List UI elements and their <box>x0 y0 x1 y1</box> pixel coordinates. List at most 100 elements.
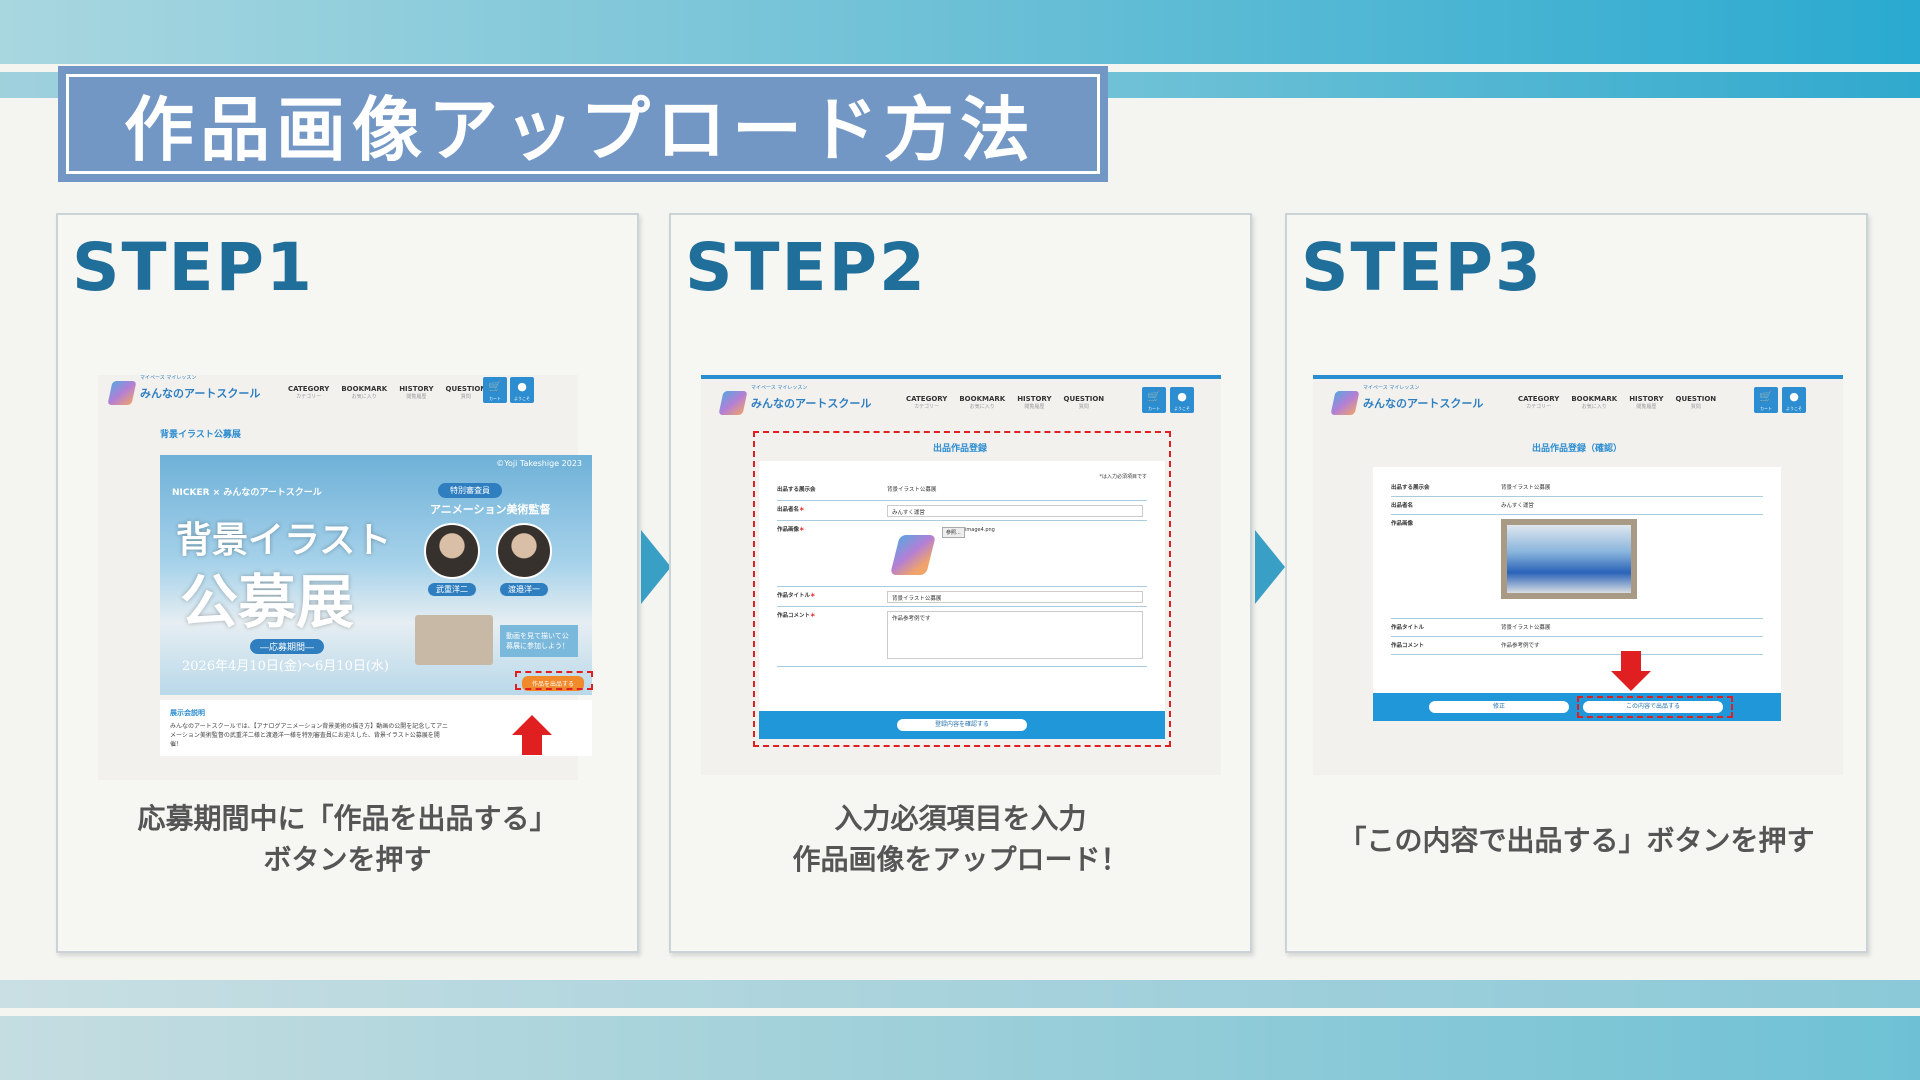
browse-button[interactable]: 参照... <box>942 527 965 538</box>
form-footer: 登録内容を確認する <box>759 711 1165 739</box>
uploaded-artwork-image <box>1501 519 1637 599</box>
form-title: 出品作品登録（確認） <box>1532 444 1623 454</box>
edit-button[interactable]: 修正 <box>1429 701 1569 713</box>
form-panel: 出品する展示会 背景イラスト公募展 出品者名 みんすく運営 作品画像 作品タイト… <box>1373 467 1781 721</box>
user-avatar[interactable]: ●ようこそ <box>510 377 534 403</box>
logo-subtitle: マイペース マイレッスン <box>1363 385 1420 391</box>
poster-headline-1: 背景イラスト <box>176 519 392 561</box>
step3-caption: 「この内容で出品する」ボタンを押す <box>1338 824 1815 857</box>
period-label: ―応募期間― <box>250 639 325 654</box>
red-arrow-up-icon <box>512 715 552 755</box>
step1-label: STEP1 <box>72 229 314 306</box>
step3-label: STEP3 <box>1301 229 1543 306</box>
bottom-band <box>0 1016 1920 1080</box>
form-row: 作品コメント 作品参考例です <box>1391 637 1763 655</box>
required-note: *は入力必須項目です <box>1099 474 1147 480</box>
poster-brand: NICKER × みんなのアートスクール <box>172 488 322 498</box>
bottom-band-stripe <box>0 980 1920 1008</box>
step2-caption: 入力必須項目を入力 作品画像をアップロード！ <box>792 802 1129 876</box>
form-row: 作品画像 <box>1391 515 1763 619</box>
user-avatar[interactable]: ●ようこそ <box>1782 387 1806 413</box>
cart-icon[interactable]: 🛒カート <box>483 377 507 403</box>
description-text: みんなのアートスクールでは、【アナログアニメーション背景美術の描き方】動画の公開… <box>170 723 448 748</box>
poster-note: 動画を見て描いて公募展に参加しよう！ <box>500 625 578 657</box>
step2-label: STEP2 <box>685 229 927 306</box>
exhibition-description: 展示会説明 みんなのアートスクールでは、【アナログアニメーション背景美術の描き方… <box>160 700 592 756</box>
red-arrow-down-icon <box>1611 651 1651 691</box>
page-title-box: 作品画像アップロード方法 <box>58 66 1108 182</box>
tablet-image <box>415 615 493 665</box>
description-heading: 展示会説明 <box>170 709 205 717</box>
form-row: 出品する展示会 背景イラスト公募展 <box>777 481 1147 501</box>
period-dates: 2026年4月10日(金)〜6月10日(水) <box>182 659 389 674</box>
form-footer: 修正 この内容で出品する <box>1373 693 1781 721</box>
exhibition-poster: ©Yoji Takeshige 2023 NICKER × みんなのアートスクー… <box>160 455 593 695</box>
highlight-box <box>515 671 593 690</box>
site-logo[interactable]: みんなのアートスクール マイペース マイレッスン <box>718 385 872 415</box>
user-avatar[interactable]: ●ようこそ <box>1170 387 1194 413</box>
form-row: 作品画像＊ 参照... image4.png <box>777 521 1147 587</box>
cart-icon[interactable]: 🛒カート <box>1754 387 1778 413</box>
form-title: 出品作品登録 <box>933 444 988 454</box>
site-logo[interactable]: みんなのアートスクール マイペース マイレッスン <box>1330 385 1484 415</box>
exhibition-title: 背景イラスト公募展 <box>160 430 241 440</box>
poster-copyright: ©Yoji Takeshige 2023 <box>496 459 582 468</box>
form-row: 出品する展示会 背景イラスト公募展 <box>1391 479 1763 497</box>
top-band <box>0 0 1920 64</box>
logo-subtitle: マイペース マイレッスン <box>751 385 808 391</box>
form-row: 出品者名 みんすく運営 <box>1391 497 1763 515</box>
header-accent-line <box>1313 375 1843 379</box>
form-row: 出品者名＊ みんすく運営 <box>777 501 1147 521</box>
header-accent-line <box>701 375 1221 379</box>
logo-text: みんなのアートスクール <box>751 397 872 410</box>
judge2-name: 渡邉洋一 <box>500 583 548 596</box>
logo-text: みんなのアートスクール <box>1363 397 1484 410</box>
cart-icon[interactable]: 🛒カート <box>1142 387 1166 413</box>
artwork-comment-field[interactable]: 作品参考例です <box>887 611 1143 659</box>
logo-mark-icon <box>1330 391 1360 415</box>
logo-mark-icon <box>718 391 748 415</box>
submit-artwork-button[interactable]: 作品を出品する <box>522 676 585 691</box>
next-step-arrow-icon <box>1255 530 1285 604</box>
highlight-box <box>1577 696 1733 718</box>
logo-subtitle: マイペース マイレッスン <box>140 375 197 381</box>
poster-headline-2: 公募展 <box>180 568 355 636</box>
site-logo[interactable]: みんなのアートスクール マイペース マイレッスン <box>107 375 260 405</box>
artwork-title-field[interactable]: 背景イラスト公募展 <box>887 591 1143 603</box>
confirm-button[interactable]: 登録内容を確認する <box>897 719 1027 731</box>
form-row: 作品タイトル 背景イラスト公募展 <box>1391 619 1763 637</box>
judge2-photo <box>496 523 552 579</box>
uploaded-image-preview <box>890 535 936 575</box>
form-row: 作品コメント＊ 作品参考例です <box>777 607 1147 667</box>
judge1-name: 武重洋二 <box>428 583 476 596</box>
form-panel: *は入力必須項目です 出品する展示会 背景イラスト公募展 出品者名＊ みんすく運… <box>759 461 1165 739</box>
judge-badge: 特別審査員 <box>438 483 502 498</box>
final-submit-button[interactable]: この内容で出品する <box>1583 701 1723 713</box>
page-title: 作品画像アップロード方法 <box>124 88 1036 171</box>
judge-role: アニメーション美術監督 <box>430 503 551 516</box>
artist-name-field[interactable]: みんすく運営 <box>887 505 1143 517</box>
